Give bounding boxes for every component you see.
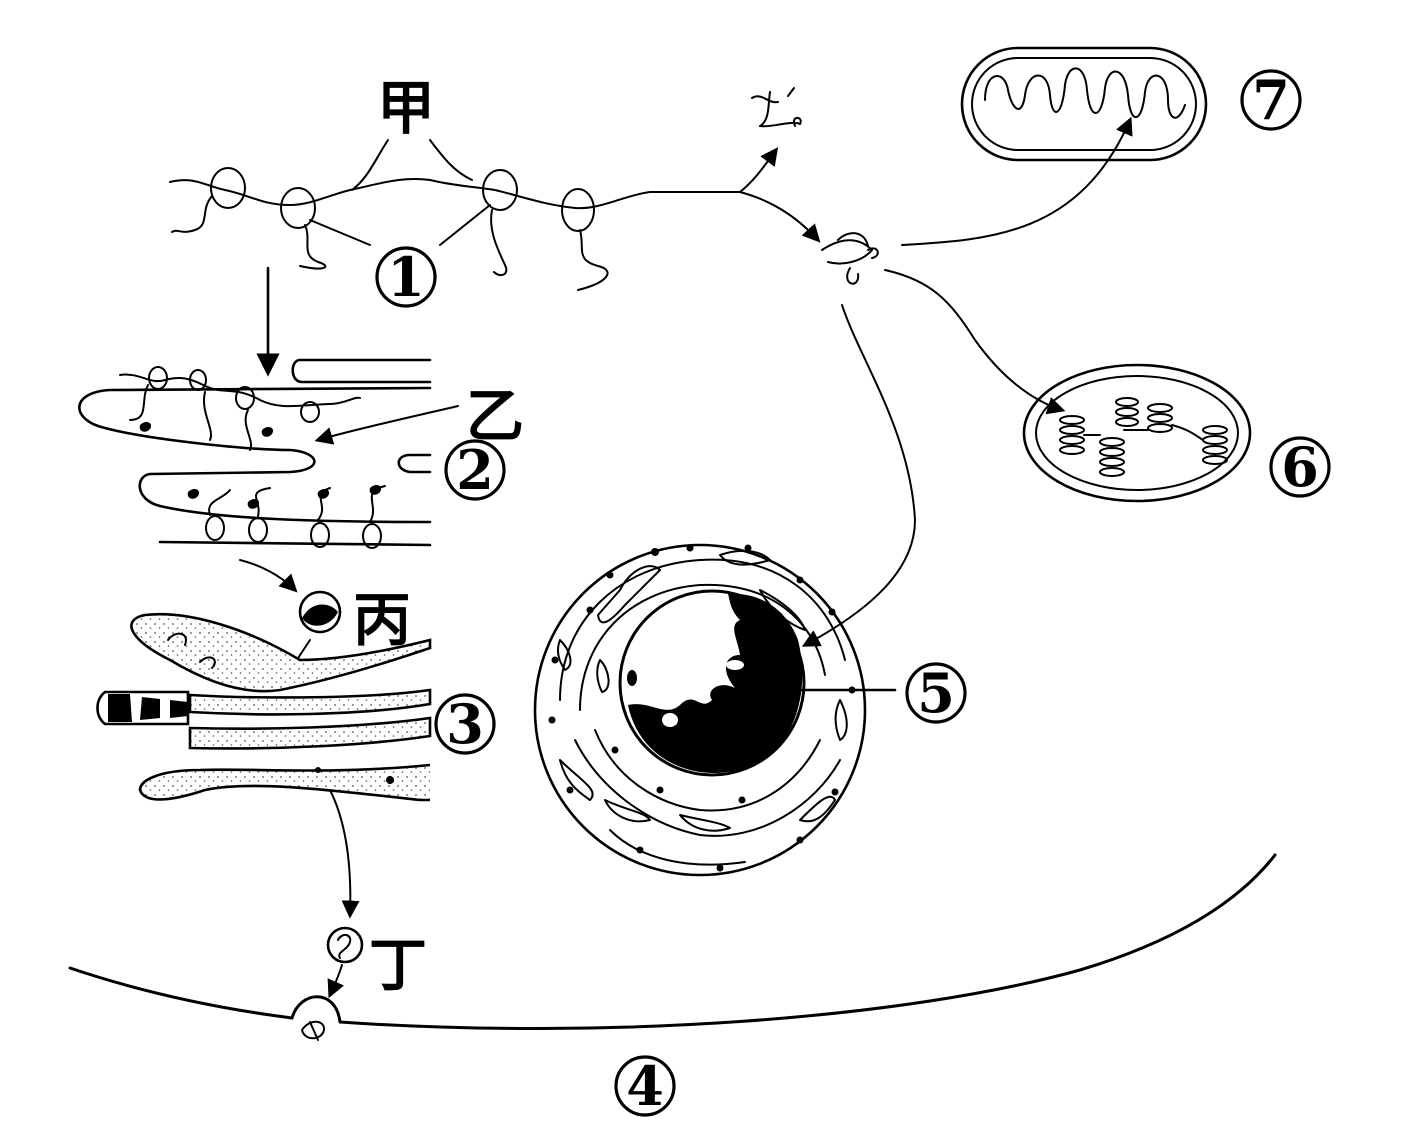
free-protein-fragment [752, 88, 801, 126]
chloroplast [1024, 365, 1250, 501]
label-5: 5 [907, 661, 965, 725]
cell-membrane [70, 855, 1275, 1040]
rough-endoplasmic-reticulum [79, 360, 458, 548]
label-4-text: 4 [626, 1054, 664, 1118]
mitochondrion [962, 48, 1206, 160]
nucleus [535, 545, 895, 876]
arrow-to-nucleus [805, 305, 915, 645]
protein-transport-arrows [650, 150, 818, 240]
label-2: 2 [446, 438, 504, 502]
label-5-text: 5 [917, 661, 955, 725]
secretory-vesicle-ding [328, 928, 362, 962]
label-bing: 丙 [353, 586, 411, 654]
label-7-text: 7 [1252, 68, 1290, 132]
transport-vesicle-bing [300, 592, 340, 632]
label-ding: 丁 [369, 931, 427, 999]
label-7: 7 [1242, 68, 1300, 132]
label-jia: 甲 [377, 74, 435, 142]
protein-product [822, 233, 878, 284]
arrow-to-vesicle-bing [240, 560, 295, 590]
label-3: 3 [436, 692, 494, 756]
label-3-text: 3 [446, 692, 484, 756]
label-4: 4 [616, 1054, 674, 1118]
label-2-text: 2 [456, 438, 494, 502]
label-1: 1 [377, 245, 435, 309]
arrow-to-chloroplast [885, 270, 1062, 410]
arrow-exocytosis [330, 965, 342, 995]
arrow-to-vesicle-ding [330, 790, 350, 915]
label-6: 6 [1271, 435, 1329, 499]
label-6-text: 6 [1281, 435, 1319, 499]
label-1-text: 1 [387, 245, 425, 309]
leader-yi [318, 406, 458, 440]
arrow-to-mitochondrion [902, 120, 1130, 245]
